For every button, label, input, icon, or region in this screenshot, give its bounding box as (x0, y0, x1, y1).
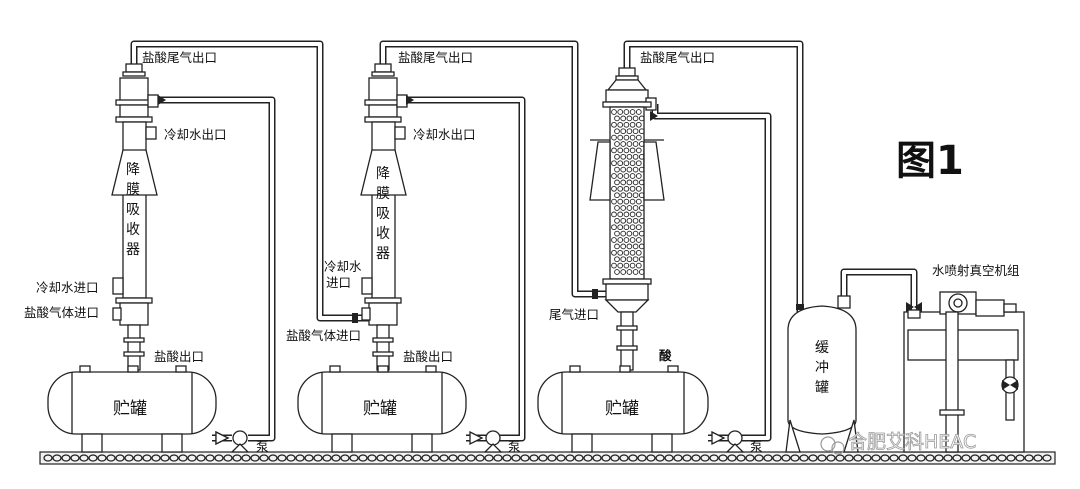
storage-tank-2-label: 贮罐 (363, 399, 397, 419)
absorber-1-tail-gas-outlet-label: 盐酸尾气出口 (142, 50, 217, 65)
buffer-tank-char-3: 罐 (815, 380, 829, 396)
absorber-2-name-char-2: 膜 (376, 186, 390, 202)
absorber-1-cooling-water-outlet-label: 冷却水出口 (164, 127, 227, 142)
absorber-3-tail-gas-inlet-label: 尾气进口 (549, 307, 599, 322)
buffer-tank (785, 295, 859, 453)
absorber-2-name-char-3: 吸 (376, 206, 390, 222)
pump-1-label: 泵 (256, 439, 269, 454)
absorber-2-cooling-water-inlet-label-line2: 进口 (326, 275, 351, 290)
absorber-1-gas-inlet-label: 盐酸气体进口 (24, 305, 99, 320)
pipes (130, 40, 918, 442)
pump-3 (711, 430, 745, 453)
ground (39, 451, 1056, 465)
absorber-1-name-char-3: 吸 (126, 202, 140, 218)
absorber-1-name-char-1: 降 (126, 162, 140, 178)
absorber-3-tail-gas-outlet-label: 盐酸尾气出口 (640, 50, 715, 65)
falling-film-absorber-2 (360, 63, 408, 371)
absorber-1-acid-outlet-label: 盐酸出口 (154, 349, 204, 364)
pump-2 (469, 430, 503, 453)
absorber-2-cooling-water-outlet-label: 冷却水出口 (413, 127, 476, 142)
vacuum-unit-label: 水喷射真空机组 (932, 263, 1020, 278)
pump-1 (215, 430, 250, 453)
falling-film-absorber-1 (111, 63, 159, 371)
watermark-text: 合肥艾科HEAC (848, 431, 976, 453)
absorber-2-gas-inlet-label: 盐酸气体进口 (286, 328, 361, 343)
absorber-1-name-char-2: 膜 (126, 182, 140, 198)
absorber-1-name-char-4: 收 (126, 222, 140, 238)
absorber-1-name-char-5: 器 (126, 242, 140, 258)
buffer-tank-char-2: 冲 (815, 360, 829, 376)
absorber-1-cooling-water-inlet-label: 冷却水进口 (36, 280, 99, 295)
pump-3-label: 泵 (750, 439, 763, 454)
packing-rings (611, 109, 645, 275)
absorber-3-acid-label: 酸 (659, 348, 672, 363)
absorber-2-name-char-5: 器 (376, 246, 390, 262)
absorber-2-acid-outlet-label: 盐酸出口 (403, 349, 453, 364)
storage-tank-3 (537, 365, 709, 453)
wechat-icon (820, 436, 836, 452)
buffer-tank-char-1: 缓 (815, 340, 829, 356)
labels: 盐酸尾气出口 冷却水出口 降 膜 吸 收 器 冷却水进口 盐酸气体进口 盐酸出口… (24, 50, 1020, 455)
inline-valves (158, 95, 804, 323)
storage-tank-2 (297, 365, 467, 453)
absorber-2-tail-gas-outlet-label: 盐酸尾气出口 (398, 50, 473, 65)
absorber-2-cooling-water-inlet-label-line1: 冷却水 (324, 259, 362, 274)
vacuum-unit (903, 291, 1025, 453)
storage-tank-1-label: 贮罐 (113, 399, 147, 419)
figure-title: 图1 (896, 138, 964, 184)
tail-gas-absorber (589, 67, 665, 371)
storage-tank-3-label: 贮罐 (605, 399, 639, 419)
storage-tank-1 (47, 365, 217, 453)
absorber-2-name-char-1: 降 (376, 166, 390, 182)
watermark: 合肥艾科HEAC (820, 431, 977, 455)
absorber-2-name-char-4: 收 (376, 226, 390, 242)
pump-2-label: 泵 (508, 439, 521, 454)
